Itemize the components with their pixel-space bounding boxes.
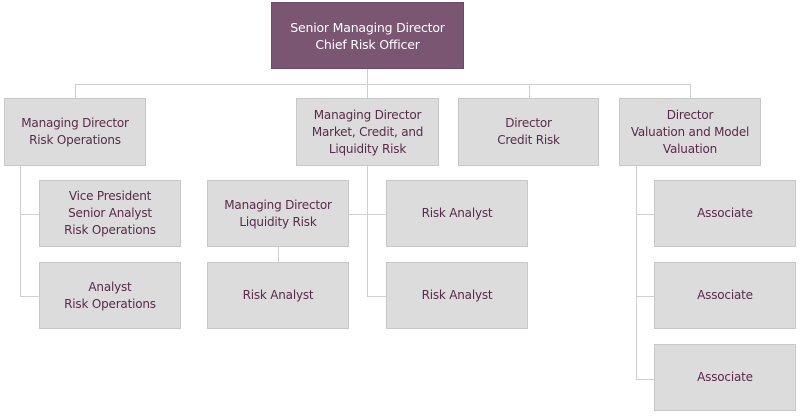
- node-risk-analyst-liquidity[interactable]: Risk Analyst: [207, 262, 349, 329]
- node-label: Associate: [697, 288, 753, 302]
- node-label: Director Valuation and Model Valuation: [630, 107, 750, 156]
- node-director-credit-risk[interactable]: Director Credit Risk: [458, 98, 599, 166]
- node-director-valuation[interactable]: Director Valuation and Model Valuation: [619, 98, 761, 166]
- node-associate[interactable]: Associate: [654, 180, 796, 247]
- connector: [636, 214, 654, 215]
- node-md-liquidity-risk[interactable]: Managing Director Liquidity Risk: [207, 180, 349, 247]
- connector: [348, 214, 386, 215]
- node-vp-senior-analyst[interactable]: Vice President Senior Analyst Risk Opera…: [39, 180, 181, 247]
- node-label: Managing Director Market, Credit, and Li…: [311, 107, 424, 156]
- connector: [20, 166, 21, 296]
- node-label: Senior Managing Director Chief Risk Offi…: [290, 19, 445, 52]
- node-label: Director Credit Risk: [497, 116, 560, 147]
- node-risk-analyst[interactable]: Risk Analyst: [386, 262, 528, 329]
- connector: [75, 84, 691, 85]
- node-md-risk-operations[interactable]: Managing Director Risk Operations: [4, 98, 146, 166]
- connector: [20, 214, 39, 215]
- node-md-market-credit-liquidity[interactable]: Managing Director Market, Credit, and Li…: [296, 98, 439, 166]
- node-associate[interactable]: Associate: [654, 344, 796, 411]
- connector: [636, 296, 654, 297]
- connector: [690, 84, 691, 98]
- connector: [636, 379, 654, 380]
- node-label: Vice President Senior Analyst Risk Opera…: [64, 189, 156, 237]
- connector: [20, 296, 39, 297]
- node-chief-risk-officer[interactable]: Senior Managing Director Chief Risk Offi…: [271, 2, 464, 69]
- connector: [529, 84, 530, 98]
- node-associate[interactable]: Associate: [654, 262, 796, 329]
- node-label: Risk Analyst: [242, 288, 314, 302]
- node-label: Associate: [697, 370, 753, 384]
- node-label: Managing Director Liquidity Risk: [224, 197, 332, 229]
- node-risk-analyst[interactable]: Risk Analyst: [386, 180, 528, 247]
- connector: [367, 166, 368, 296]
- connector: [367, 84, 368, 98]
- node-label: Risk Analyst: [421, 206, 493, 220]
- node-label: Analyst Risk Operations: [64, 279, 156, 311]
- connector: [367, 69, 368, 84]
- connector: [278, 247, 279, 262]
- connector: [75, 84, 76, 98]
- node-label: Associate: [697, 206, 753, 220]
- node-analyst-risk-operations[interactable]: Analyst Risk Operations: [39, 262, 181, 329]
- connector: [636, 166, 637, 379]
- node-label: Risk Analyst: [421, 288, 493, 302]
- connector: [367, 296, 386, 297]
- node-label: Managing Director Risk Operations: [21, 116, 129, 147]
